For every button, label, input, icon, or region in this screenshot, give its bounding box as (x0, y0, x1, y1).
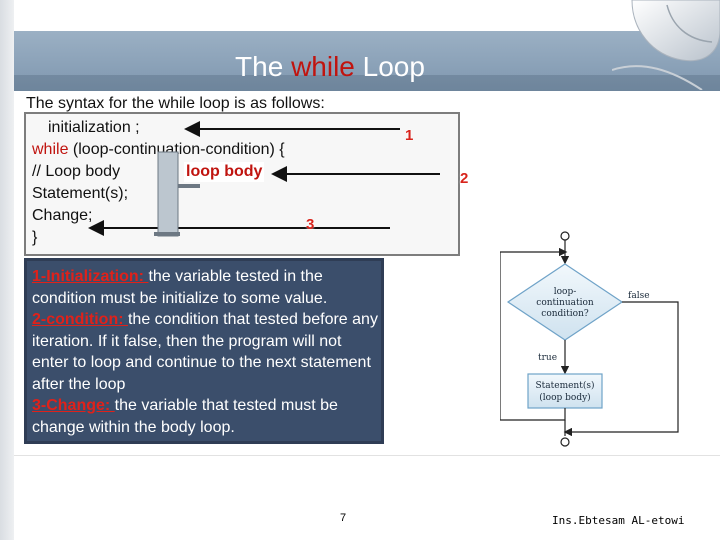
syntax-close: } (32, 229, 38, 246)
flow-start-node (560, 231, 570, 241)
condition-text-1: loop- (554, 287, 577, 297)
false-label: false (628, 291, 650, 301)
left-decor-stripe (0, 0, 14, 540)
condition-label: 2-condition: (32, 311, 128, 328)
syntax-intro: The syntax for the while loop is as foll… (26, 95, 325, 112)
syntax-change: Change; (32, 207, 93, 224)
loop-body-label: loop body (184, 162, 265, 182)
marker-3: 3 (306, 216, 315, 233)
statement-text-2: (loop body) (539, 392, 590, 403)
page-number: 7 (340, 512, 347, 524)
marker-2: 2 (460, 170, 469, 187)
marker-1: 1 (405, 127, 414, 144)
flow-end-node (560, 437, 570, 447)
change-label: 3-Change: (32, 397, 115, 414)
init-label: 1-Initialization: (32, 268, 149, 285)
footer-rule (14, 455, 720, 456)
statement-text-1: Statement(s) (535, 380, 594, 391)
author-credit: Ins.Ebtesam AL-etowi (552, 514, 685, 527)
syntax-statements: Statement(s); (32, 185, 129, 202)
true-label: true (538, 353, 557, 363)
statement-box (527, 373, 603, 409)
while-flowchart: loop- continuation condition? false true… (500, 231, 679, 447)
syntax-init: initialization ; (48, 119, 140, 136)
explanation-box (24, 258, 384, 444)
mouse-icon (612, 0, 720, 90)
slide-title: The while Loop (235, 51, 425, 82)
explanation-text: 1-Initialization: the variable tested in… (32, 268, 378, 436)
title-bar (14, 31, 720, 91)
top-band (14, 0, 720, 31)
condition-text-2: continuation (536, 298, 594, 308)
syntax-while-line: while (loop-continuation-condition) { (32, 141, 285, 158)
syntax-comment: // Loop body (32, 163, 121, 180)
condition-text-3: condition? (541, 309, 589, 319)
